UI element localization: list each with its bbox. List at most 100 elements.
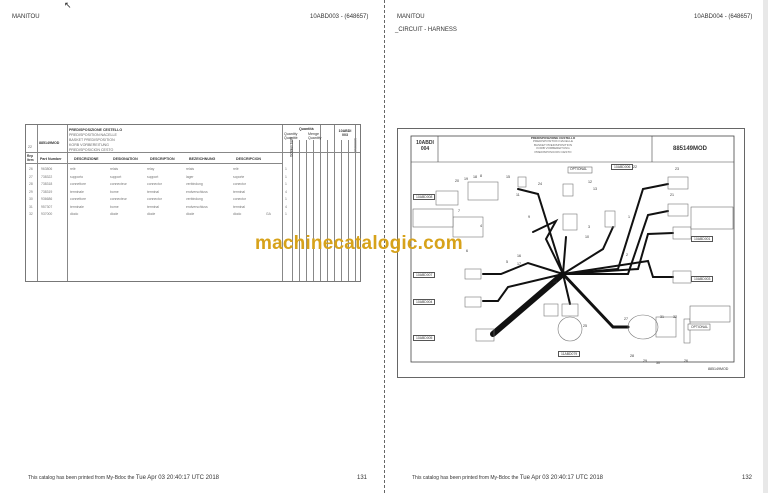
connector-ref-label: 10ABD007	[413, 272, 436, 278]
cell-es: terminal	[233, 204, 246, 209]
callout-number: 12	[588, 180, 592, 184]
menge-1: Menge	[308, 132, 319, 136]
cell-de: verbindung	[186, 182, 203, 186]
menge-2: Quantity	[308, 136, 322, 140]
callout-number: 5	[506, 260, 508, 264]
cell-fr: diode	[110, 212, 119, 216]
cell-it: terminale	[70, 189, 84, 194]
cell-item: 30	[29, 197, 33, 201]
connector-ref-label: 11ABD079	[558, 351, 581, 357]
cell-part: 963806	[41, 167, 53, 171]
qty-sub-2: Quantité	[284, 136, 298, 140]
cell-it: terminale	[70, 204, 84, 209]
optional-label: OPTIONAL	[570, 167, 588, 171]
left-page-number: 131	[357, 475, 368, 481]
diagram-titles: PREDISPOSIZIONE CESTELLO PREDISPOSITION …	[530, 136, 576, 154]
right-doc-ref: 10ABD004 - (648657)	[694, 14, 753, 20]
edge-code: 1000610	[353, 138, 357, 152]
cell-de: relais	[186, 167, 195, 171]
callout-number: 25	[583, 324, 587, 328]
cell-de: endverschluss	[186, 204, 208, 209]
cell-de: endverschluss	[186, 189, 208, 194]
cell-fr: support	[110, 174, 122, 179]
connector-ref-label: 10ABD001	[691, 236, 714, 242]
callout-number: 28	[630, 354, 634, 358]
callout-number: 23	[675, 167, 679, 171]
callout-number: 17	[517, 262, 521, 266]
cell-en: terminal	[147, 204, 160, 209]
diagram-part-number: 885149MOD	[673, 146, 708, 152]
footer-date: Tue Apr 03 20:40:17 UTC 2018	[519, 475, 604, 481]
col-es: DESCRIPCION	[236, 157, 261, 161]
mouse-cursor-icon: ↖	[64, 0, 72, 10]
col-part: Part Number	[40, 157, 62, 161]
cell-it: diodo	[70, 212, 79, 216]
left-brand: MANITOU	[12, 14, 40, 20]
diagram-code: 885149MOD	[708, 367, 729, 371]
scrollbar[interactable]	[763, 0, 768, 493]
cell-qty: 4	[285, 189, 287, 194]
cell-fr: borne	[110, 189, 119, 194]
callout-number: 14	[553, 280, 557, 284]
cell-de: verbindung	[186, 197, 203, 201]
col-item: Rep Item	[27, 154, 34, 162]
callout-number: 22	[633, 165, 637, 169]
cell-item: 29	[29, 189, 33, 194]
callout-number: 31	[660, 315, 664, 319]
callout-number: 7	[458, 209, 460, 213]
cell-part: 738318	[41, 182, 53, 186]
cell-item: 32	[29, 212, 33, 216]
connector-ref-label: 10ABD003	[691, 276, 714, 282]
cell-en: support	[147, 174, 159, 179]
cell-item: 27	[29, 174, 33, 179]
title-en: BASKET PREDISPOSITION	[69, 138, 115, 142]
callout-number: 16	[517, 254, 521, 258]
cell-part: 936686	[41, 197, 53, 201]
cell-es: relé	[233, 167, 239, 171]
right-brand: MANITOU	[397, 14, 425, 20]
qty-sub-1: Quantity	[284, 132, 298, 136]
col-fr: DESIGNATION	[113, 157, 138, 161]
callout-number: 29	[643, 359, 647, 363]
section-title: _CIRCUIT - HARNESS	[395, 27, 457, 33]
title-es: PREDISPOSICION CESTO	[69, 148, 114, 152]
cell-it: connettore	[70, 182, 87, 186]
col-it: DESCRIZIONE	[74, 157, 99, 161]
cell-item: 31	[29, 204, 33, 209]
callout-number: 1	[628, 215, 630, 219]
cell-es: terminal	[233, 189, 246, 194]
right-footer: This catalog has been printed from My-Bd…	[412, 475, 603, 481]
optional-label: OPTIONAL	[691, 325, 709, 329]
cell-part: 957307	[41, 204, 53, 209]
cell-qty: 1	[285, 174, 287, 179]
footer-date: Tue Apr 03 20:40:17 UTC 2018	[135, 475, 220, 481]
qty-header: Quantità	[299, 127, 314, 131]
callout-number: 21	[670, 193, 674, 197]
cell-fr: connecteur	[110, 182, 127, 186]
cell-fr: connecteur	[110, 197, 127, 201]
cell-es: diodo	[233, 212, 242, 216]
cell-es: conector	[233, 182, 247, 186]
connector-ref-label: 10ABD004	[413, 299, 436, 305]
cell-it: relè	[70, 167, 76, 171]
left-footer: This catalog has been printed from My-Bd…	[28, 475, 219, 481]
cell-note: GA	[266, 212, 271, 216]
callout-number: 10	[585, 235, 589, 239]
cell-en: relay	[147, 167, 155, 171]
callout-number: 20	[455, 179, 459, 183]
callout-number: 30	[656, 361, 660, 365]
callout-number: 32	[673, 315, 677, 319]
cell-it: supporto	[70, 174, 84, 179]
callout-number: 19	[464, 177, 468, 181]
watermark: machinecatalogic.com	[255, 233, 463, 254]
cell-de: diode	[186, 212, 195, 216]
callout-number: 26	[684, 359, 688, 363]
title-fr: PREDISPOSITION NACELLE	[69, 133, 117, 137]
callout-number: 15	[506, 175, 510, 179]
